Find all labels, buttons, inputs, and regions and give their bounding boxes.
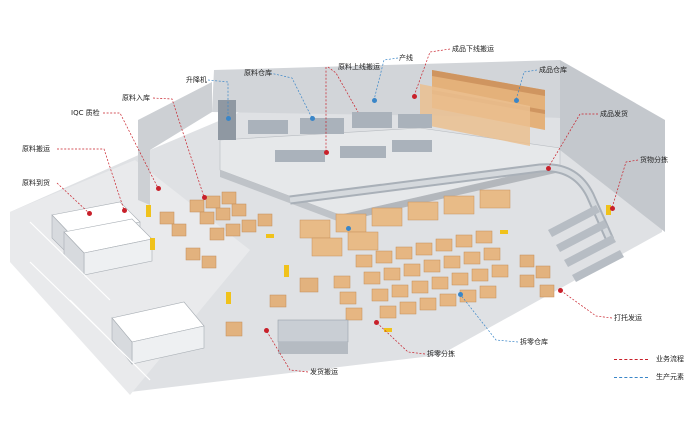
dot-iqc (156, 186, 161, 191)
label-lift: 升降机 (186, 76, 207, 84)
legend-business-flow-label: 业务流程 (656, 355, 684, 363)
truck-3 (111, 301, 205, 365)
dot-production-line (372, 98, 377, 103)
sorting-chutes (548, 205, 624, 282)
left-wall (138, 82, 212, 205)
parking-lines (29, 221, 151, 381)
split-warehouse-grid (333, 230, 509, 321)
finished-warehouse-racks (420, 70, 545, 146)
label-pallet-shipping: 打托发运 (614, 314, 642, 322)
label-finished-offline: 成品下线搬运 (452, 45, 494, 53)
dot-split-warehouse (458, 292, 463, 297)
dot-pallet-shipping (558, 288, 563, 293)
label-raw-handling: 原料搬运 (22, 145, 50, 153)
label-cargo-sorting: 货物分拣 (640, 156, 668, 164)
dot-lift (226, 116, 231, 121)
label-iqc-check: IQC 质检 (71, 109, 100, 117)
label-finished-shipping: 成品发货 (600, 110, 628, 118)
dot-finished-offline (412, 94, 417, 99)
legend-business-flow-line (614, 359, 648, 360)
dot-raw-handling (122, 208, 127, 213)
dot-raw-receiving (87, 211, 92, 216)
dot-dispatch (264, 328, 269, 333)
leader-lines (56, 48, 639, 373)
dot-cargo-sorting (610, 206, 615, 211)
dispatch-items (225, 277, 349, 354)
label-raw-warehouse: 原料仓库 (244, 69, 272, 77)
sorting-boxes (519, 254, 555, 298)
mid-racks (299, 189, 511, 257)
dot-split-picking (374, 320, 379, 325)
legend-production-element-line (614, 377, 648, 378)
right-wall (560, 60, 665, 232)
dot-finished-warehouse (514, 98, 519, 103)
forklifts (146, 205, 611, 332)
label-raw-to-line: 原料上线搬运 (338, 63, 380, 71)
label-raw-receiving: 原料到货 (22, 179, 50, 187)
label-dispatch-handling: 发货搬运 (310, 368, 338, 376)
production-equipment (248, 112, 432, 162)
dot-raw-to-line (324, 150, 329, 155)
dot-raw-inbound (202, 195, 207, 200)
label-production-line: 产线 (399, 54, 413, 62)
dot-finished-shipping (546, 166, 551, 171)
dot-raw-warehouse (310, 116, 315, 121)
raw-boxes (159, 191, 273, 269)
legend-production-element-label: 生产元素 (656, 373, 684, 381)
label-finished-warehouse: 成品仓库 (539, 66, 567, 74)
dot-mid-blue (346, 226, 351, 231)
label-split-warehouse: 拆零仓库 (520, 338, 548, 346)
label-raw-inbound: 原料入库 (122, 94, 150, 102)
truck-2 (63, 218, 153, 276)
label-split-picking: 拆零分拣 (427, 350, 455, 358)
